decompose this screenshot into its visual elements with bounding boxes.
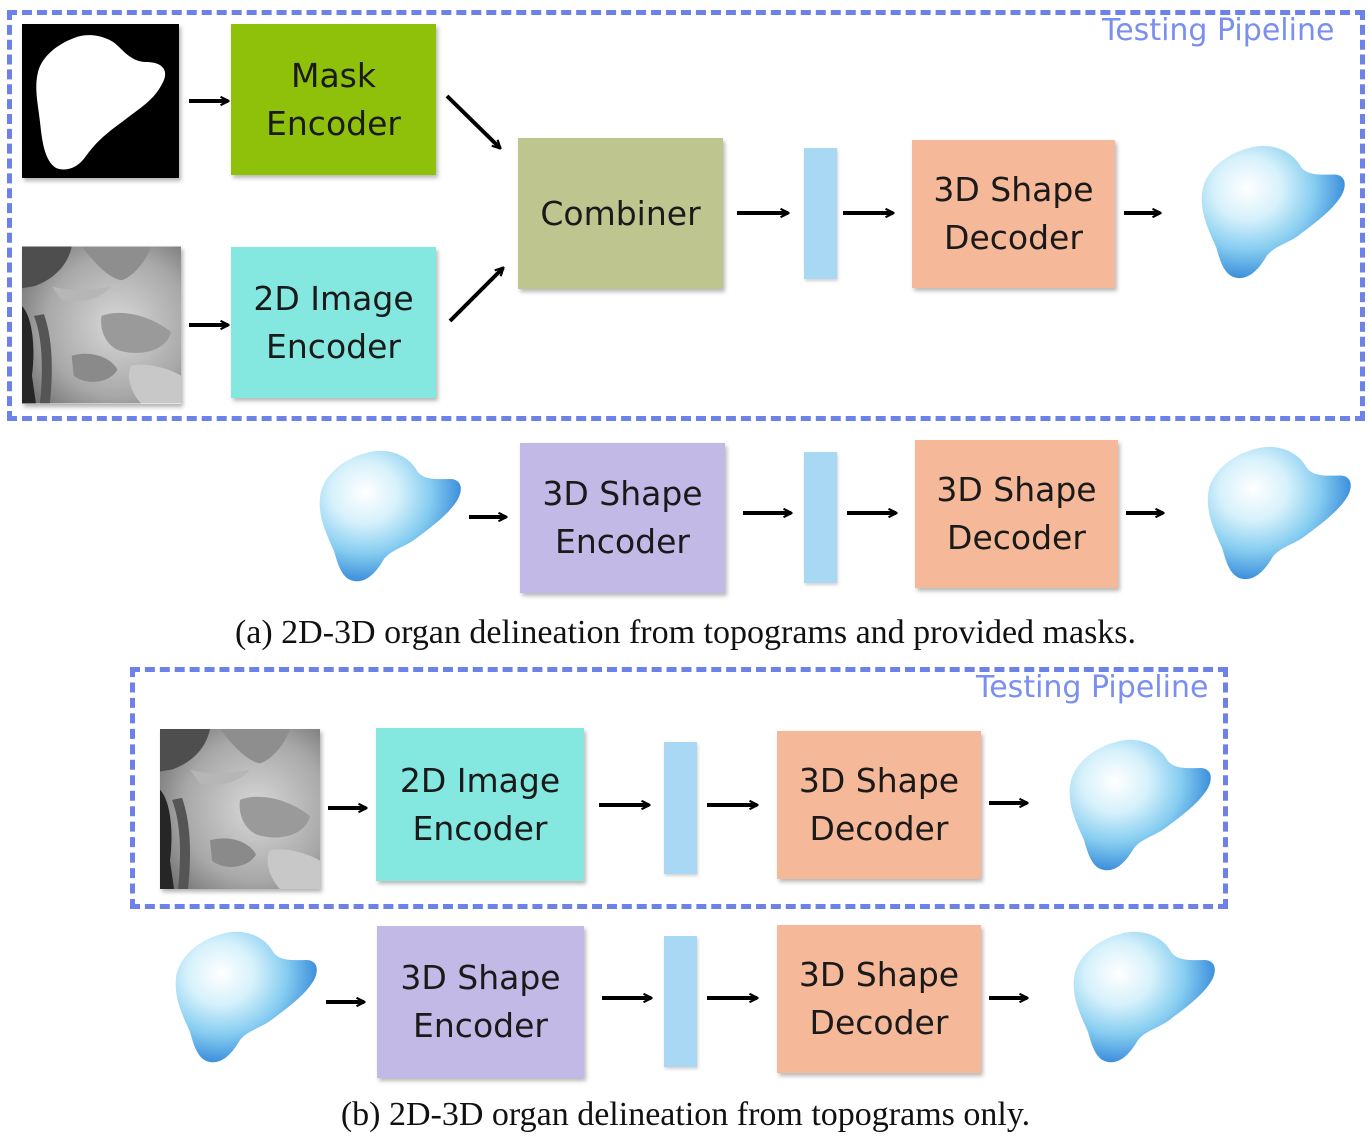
shape-decoder-label: 3D Shape Decoder [798,955,960,1042]
shape-decoder-label: 3D Shape Decoder [936,470,1097,557]
image-encoder-box: 2D Image Encoder [231,247,436,398]
shape-decoder-box: 3D Shape Decoder [912,140,1115,288]
mask-image [22,24,179,178]
testing-pipeline-label-a: Testing Pipeline [1102,13,1335,48]
shape-decoder-label: 3D Shape Decoder [798,761,960,848]
testing-pipeline-frame-a [7,10,1365,421]
shape-encoder-box: 3D Shape Encoder [520,443,725,593]
arrow-icon [448,268,503,323]
latent-vector [664,742,697,874]
shape-decoder-box: 3D Shape Decoder [915,440,1118,588]
testing-pipeline-frame-b [130,667,1228,909]
shape-decoder-box: 3D Shape Decoder [777,731,981,879]
caption-a: (a) 2D-3D organ delineation from topogra… [234,614,1137,651]
testing-pipeline-label-b: Testing Pipeline [976,670,1209,705]
shape-decoder-box: 3D Shape Decoder [777,925,981,1073]
combiner-label: Combiner [540,193,701,233]
combiner-box: Combiner [518,138,723,289]
shape-encoder-label: 3D Shape Encoder [400,958,561,1045]
mask-encoder-box: Mask Encoder [231,24,436,175]
mask-encoder-label: Mask Encoder [266,55,401,143]
shape-encoder-box: 3D Shape Encoder [377,926,584,1078]
shape-decoder-label: 3D Shape Decoder [933,170,1094,257]
latent-vector [804,452,837,583]
image-encoder-label: 2D Image Encoder [253,278,414,366]
image-encoder-label: 2D Image Encoder [399,760,561,848]
latent-vector [664,936,697,1067]
arrow-icon [445,94,500,148]
image-encoder-box: 2D Image Encoder [376,728,584,881]
latent-vector [804,148,837,279]
caption-b: (b) 2D-3D organ delineation from topogra… [340,1096,1031,1133]
shape-encoder-label: 3D Shape Encoder [542,474,703,561]
